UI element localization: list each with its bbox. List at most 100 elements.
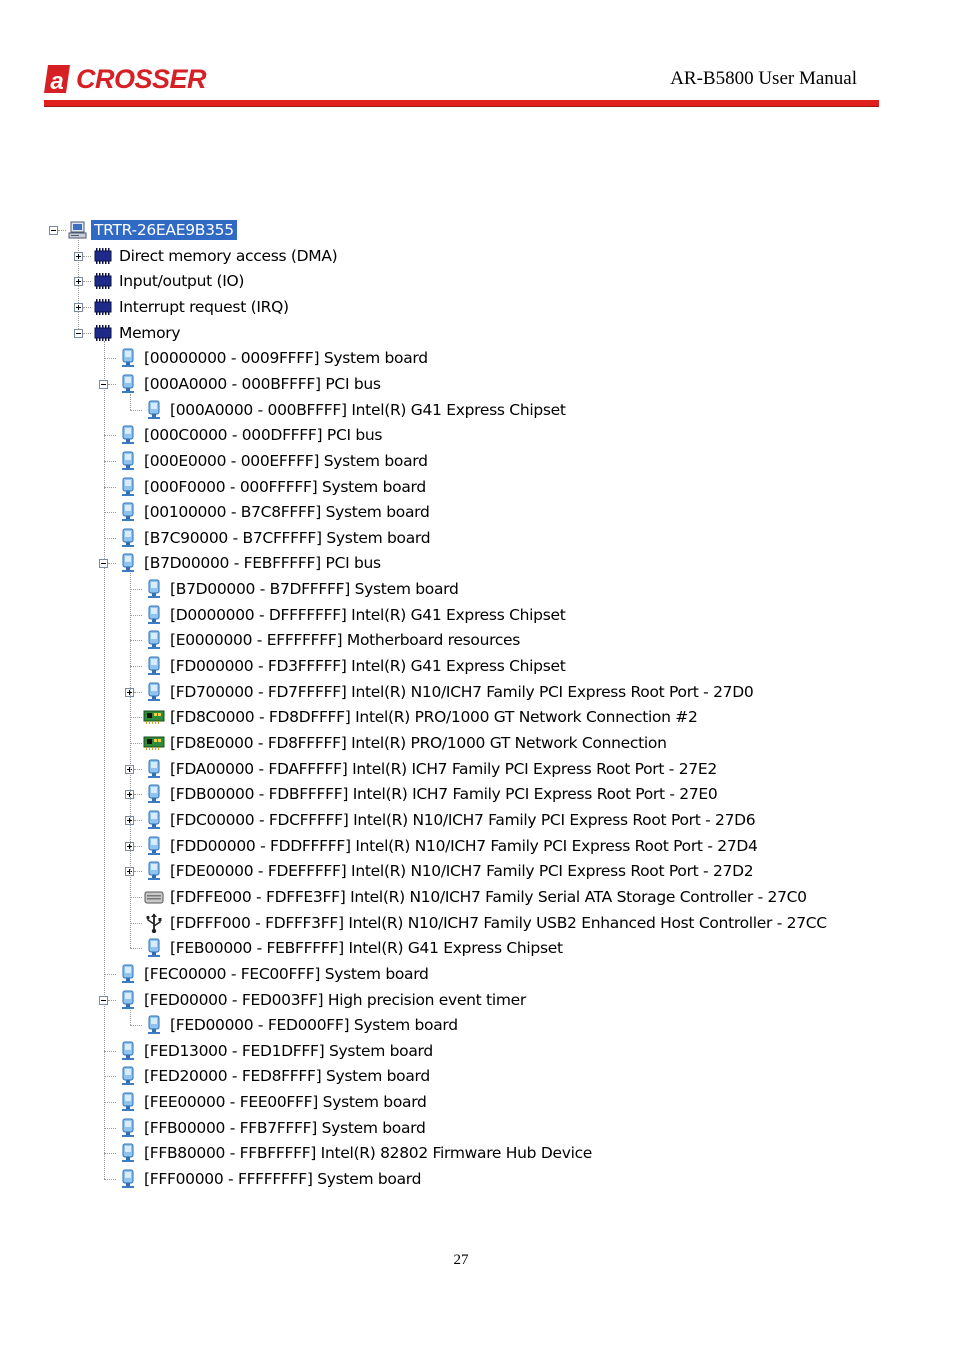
tree-connector	[134, 794, 142, 796]
document-title: AR-B5800 User Manual	[670, 68, 857, 89]
memory-resource-subitem[interactable]: [FED00000 - FED000FF] System board	[143, 1014, 461, 1036]
memory-resource-subitem[interactable]: [FDE00000 - FDEFFFFF] Intel(R) N10/ICH7 …	[143, 860, 756, 882]
tree-connector	[104, 1179, 116, 1181]
device-icon	[117, 1040, 139, 1062]
collapse-toggle[interactable]	[99, 995, 108, 1005]
tree-category[interactable]: Input/output (IO)	[92, 270, 247, 292]
tree-connector	[130, 393, 131, 410]
page-number: 27	[453, 1252, 469, 1268]
memory-resource-item[interactable]: [B7C90000 - B7CFFFFF] System board	[117, 527, 433, 549]
tree-item-label: [FD8C0000 - FD8DFFFF] Intel(R) PRO/1000 …	[170, 708, 698, 727]
expand-toggle[interactable]	[125, 841, 134, 851]
memory-resource-subitem[interactable]: [B7D00000 - B7DFFFFF] System board	[143, 578, 462, 600]
tree-connector	[130, 896, 142, 898]
device-icon	[143, 937, 165, 959]
collapse-toggle[interactable]	[99, 379, 108, 389]
tree-connector	[130, 948, 142, 950]
tree-item-label: [FFB00000 - FFB7FFFF] System board	[144, 1118, 426, 1137]
device-icon	[143, 758, 165, 780]
memory-resource-item[interactable]: [FFB80000 - FFBFFFFF] Intel(R) 82802 Fir…	[117, 1142, 595, 1164]
memory-resource-subitem[interactable]: [FEB00000 - FEBFFFFF] Intel(R) G41 Expre…	[143, 937, 566, 959]
expand-toggle[interactable]	[74, 277, 83, 287]
memory-resource-subitem[interactable]: [FDFFE000 - FDFFE3FF] Intel(R) N10/ICH7 …	[143, 886, 810, 908]
tree-item-label: Direct memory access (DMA)	[119, 246, 338, 265]
tree-item-label: [FEE00000 - FEE00FFF] System board	[144, 1093, 427, 1112]
memory-resource-subitem[interactable]: [FDD00000 - FDDFFFFF] Intel(R) N10/ICH7 …	[143, 835, 761, 857]
expand-toggle[interactable]	[125, 867, 134, 877]
device-icon	[143, 809, 165, 831]
memory-resource-item[interactable]: [FEC00000 - FEC00FFF] System board	[117, 963, 432, 985]
memory-resource-subitem[interactable]: [FD700000 - FD7FFFFF] Intel(R) N10/ICH7 …	[143, 681, 756, 703]
memory-resource-subitem[interactable]: [FDFFF000 - FDFFF3FF] Intel(R) N10/ICH7 …	[143, 912, 830, 934]
collapse-toggle[interactable]	[99, 559, 108, 569]
device-icon	[117, 424, 139, 446]
tree-item-label: [B7C90000 - B7CFFFFF] System board	[144, 528, 431, 547]
tree-item-label: [FDFFE000 - FDFFE3FF] Intel(R) N10/ICH7 …	[170, 887, 807, 906]
memory-resource-item[interactable]: [FED20000 - FED8FFFF] System board	[117, 1065, 433, 1087]
device-icon	[117, 373, 139, 395]
tree-item-label: Memory	[119, 323, 181, 342]
tree-item-label: [FDFFF000 - FDFFF3FF] Intel(R) N10/ICH7 …	[170, 913, 827, 932]
memory-resource-item[interactable]: [B7D00000 - FEBFFFFF] PCI bus	[117, 552, 384, 574]
memory-resource-item[interactable]: [000F0000 - 000FFFFF] System board	[117, 476, 429, 498]
device-icon	[143, 629, 165, 651]
memory-resource-item[interactable]: [FEE00000 - FEE00FFF] System board	[117, 1091, 430, 1113]
memory-resource-subitem[interactable]: [FDB00000 - FDBFFFFF] Intel(R) ICH7 Fami…	[143, 783, 721, 805]
tree-connector	[130, 409, 142, 411]
memory-resource-item[interactable]: [000E0000 - 000EFFFF] System board	[117, 450, 431, 472]
logo-wordmark: CROSSER	[76, 63, 207, 94]
memory-resource-subitem[interactable]: [FDA00000 - FDAFFFFF] Intel(R) ICH7 Fami…	[143, 758, 720, 780]
tree-connector	[130, 717, 142, 719]
tree-connector	[130, 922, 142, 924]
memory-resource-subitem[interactable]: [FD000000 - FD3FFFFF] Intel(R) G41 Expre…	[143, 655, 568, 677]
memory-resource-subitem[interactable]: [000A0000 - 000BFFFF] Intel(R) G41 Expre…	[143, 399, 569, 421]
expand-toggle[interactable]	[125, 790, 134, 800]
expand-toggle[interactable]	[125, 687, 134, 697]
memory-resource-item[interactable]: [FFB00000 - FFB7FFFF] System board	[117, 1117, 429, 1139]
memory-resource-item[interactable]: [000A0000 - 000BFFFF] PCI bus	[117, 373, 384, 395]
collapse-toggle[interactable]	[49, 226, 58, 235]
tree-connector	[104, 340, 105, 1180]
expand-toggle[interactable]	[74, 302, 83, 312]
chip-icon	[92, 270, 114, 292]
tree-root-computer[interactable]: TRTR-26EAE9B355	[67, 219, 237, 241]
device-icon	[117, 476, 139, 498]
tree-connector	[104, 1127, 116, 1129]
collapse-toggle[interactable]	[74, 328, 83, 338]
network-card-icon	[143, 706, 165, 728]
tree-category[interactable]: Interrupt request (IRQ)	[92, 296, 292, 318]
memory-resource-item[interactable]: [00000000 - 0009FFFF] System board	[117, 347, 431, 369]
memory-resource-item[interactable]: [FED00000 - FED003FF] High precision eve…	[117, 989, 529, 1011]
tree-category[interactable]: Direct memory access (DMA)	[92, 245, 340, 267]
expand-toggle[interactable]	[74, 251, 83, 261]
memory-resource-item[interactable]: [00100000 - B7C8FFFF] System board	[117, 501, 433, 523]
tree-connector	[83, 306, 91, 308]
expand-toggle[interactable]	[125, 815, 134, 825]
tree-category[interactable]: Memory	[92, 322, 183, 344]
tree-connector	[104, 512, 116, 514]
tree-item-label: [00000000 - 0009FFFF] System board	[144, 349, 428, 368]
tree-item-label: [B7D00000 - B7DFFFFF] System board	[170, 580, 459, 599]
tree-item-label: [FDA00000 - FDAFFFFF] Intel(R) ICH7 Fami…	[170, 759, 717, 778]
memory-resource-item[interactable]: [FED13000 - FED1DFFF] System board	[117, 1040, 436, 1062]
device-icon	[143, 655, 165, 677]
memory-resource-subitem[interactable]: [D0000000 - DFFFFFFF] Intel(R) G41 Expre…	[143, 604, 568, 626]
device-icon	[117, 1091, 139, 1113]
expand-toggle[interactable]	[125, 764, 134, 774]
device-icon	[143, 578, 165, 600]
tree-item-label: [FED13000 - FED1DFFF] System board	[144, 1041, 433, 1060]
tree-item-label: [FD700000 - FD7FFFFF] Intel(R) N10/ICH7 …	[170, 682, 754, 701]
device-icon	[117, 1065, 139, 1087]
tree-item-label: [000A0000 - 000BFFFF] PCI bus	[144, 374, 381, 393]
memory-resource-subitem[interactable]: [FD8E0000 - FD8FFFFF] Intel(R) PRO/1000 …	[143, 732, 670, 754]
memory-resource-subitem[interactable]: [FD8C0000 - FD8DFFFF] Intel(R) PRO/1000 …	[143, 706, 701, 728]
memory-resource-item[interactable]: [FFF00000 - FFFFFFFF] System board	[117, 1168, 424, 1190]
device-icon	[143, 783, 165, 805]
memory-resource-item[interactable]: [000C0000 - 000DFFFF] PCI bus	[117, 424, 385, 446]
memory-resource-subitem[interactable]: [FDC00000 - FDCFFFFF] Intel(R) N10/ICH7 …	[143, 809, 758, 831]
tree-item-label: Interrupt request (IRQ)	[119, 297, 289, 316]
tree-item-label: [000A0000 - 000BFFFF] Intel(R) G41 Expre…	[170, 400, 566, 419]
memory-resource-subitem[interactable]: [E0000000 - EFFFFFFF] Motherboard resour…	[143, 629, 523, 651]
tree-item-label: Input/output (IO)	[119, 272, 245, 291]
